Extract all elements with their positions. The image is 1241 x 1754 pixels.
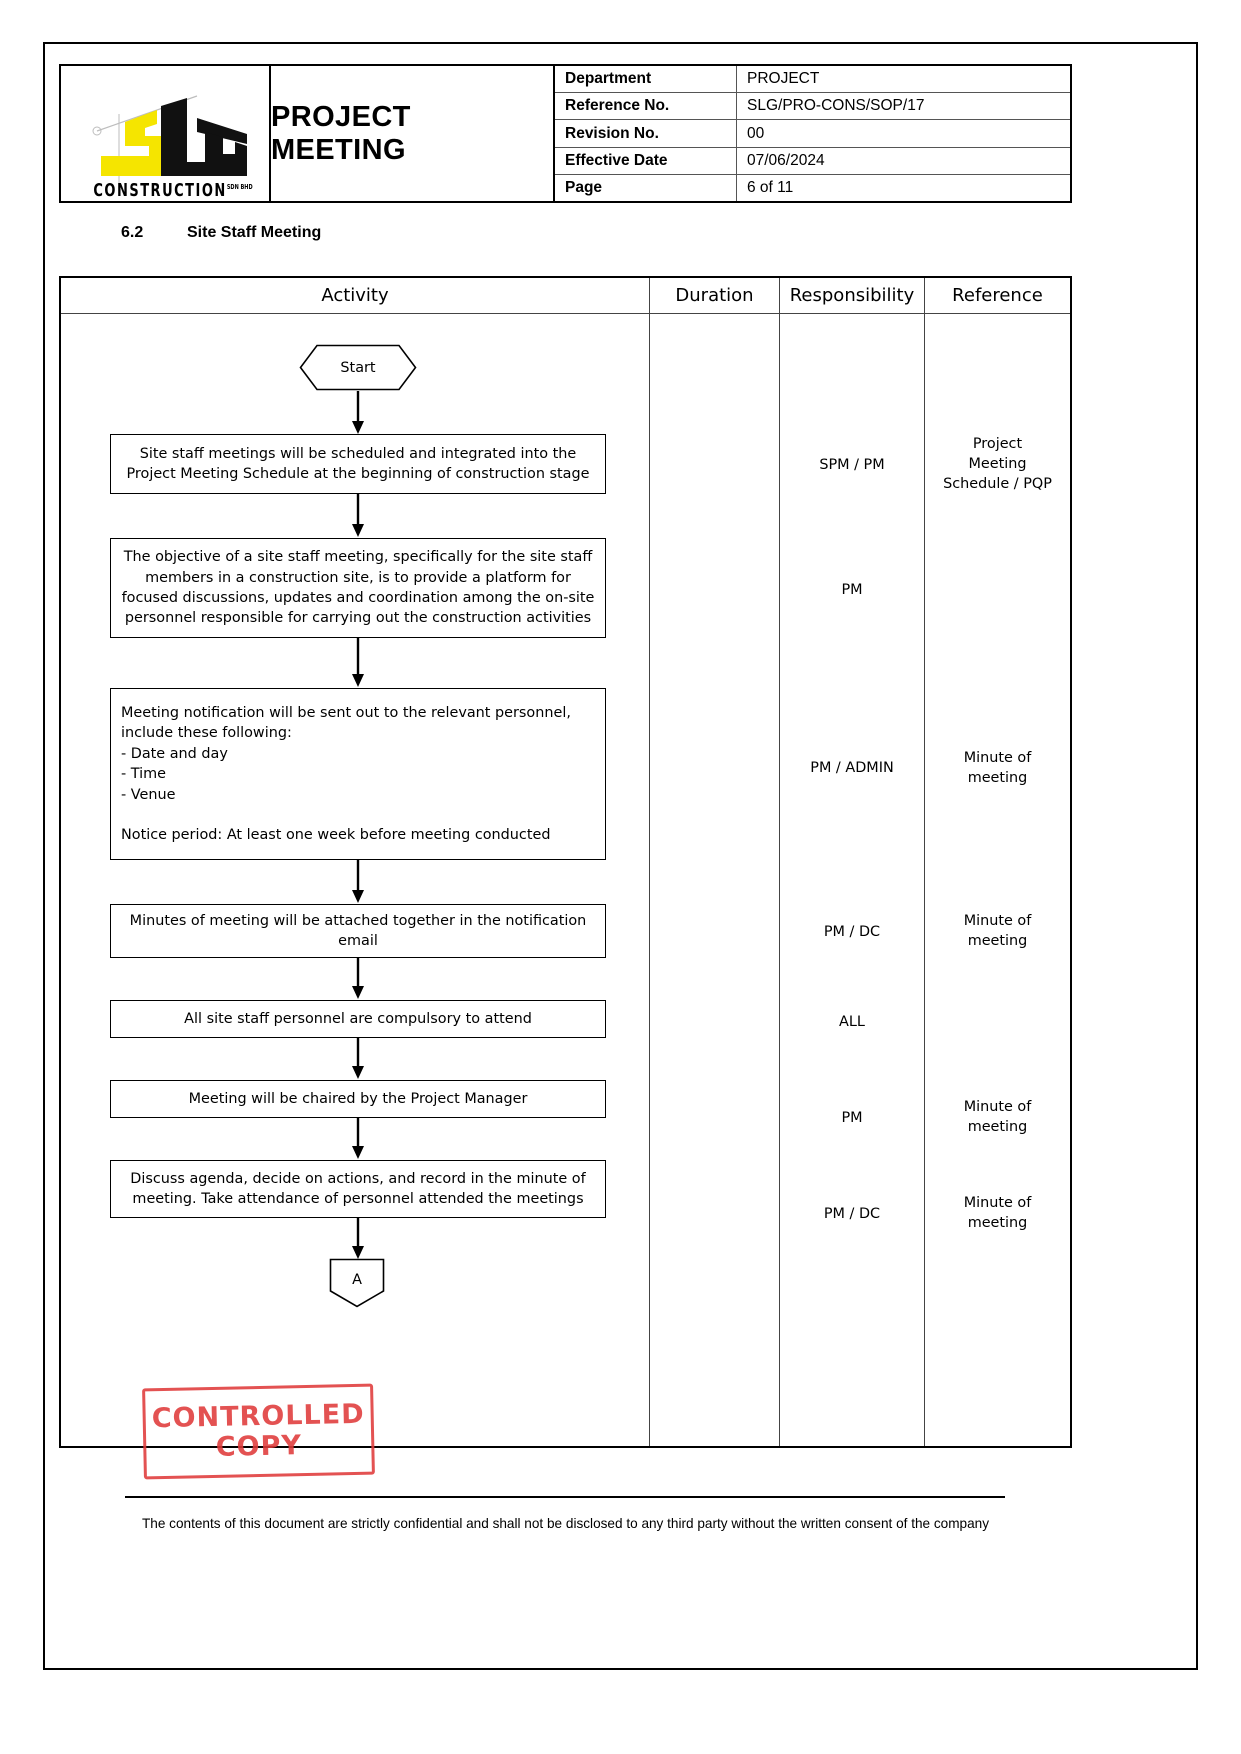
flow-node-6-text: Meeting will be chaired by the Project M… bbox=[188, 1090, 528, 1107]
flow-node-7-text: Discuss agenda, decide on actions, and r… bbox=[130, 1170, 586, 1207]
activity-column: Start Site staff meetings will be schedu… bbox=[61, 314, 650, 1480]
column-header-responsibility: Responsibility bbox=[780, 278, 925, 313]
responsibility-cell-1: SPM / PM bbox=[819, 457, 885, 473]
duration-column bbox=[650, 314, 780, 1446]
meta-row-department: Department PROJECT bbox=[555, 66, 1070, 94]
flow-node-3: Meeting notification will be sent out to… bbox=[110, 688, 606, 860]
meta-row-revision-no: Revision No. 00 bbox=[555, 120, 1070, 148]
meta-row-effective-date: Effective Date 07/06/2024 bbox=[555, 147, 1070, 175]
footer-confidentiality-text: The contents of this document are strict… bbox=[141, 1516, 990, 1531]
flow-node-3-line4: - Time bbox=[121, 766, 166, 783]
flow-node-5-text: All site staff personnel are compulsory … bbox=[184, 1010, 532, 1027]
header-meta-table: Department PROJECT Reference No. SLG/PRO… bbox=[555, 66, 1070, 202]
meta-value: 07/06/2024 bbox=[747, 151, 825, 169]
reference-cell-4: Minute of meeting bbox=[963, 913, 1032, 950]
flow-node-7: Discuss agenda, decide on actions, and r… bbox=[110, 1160, 606, 1218]
flow-node-5: All site staff personnel are compulsory … bbox=[110, 1000, 606, 1038]
table-header-row: Activity Duration Responsibility Referen… bbox=[61, 278, 1070, 314]
column-header-reference: Reference bbox=[952, 285, 1043, 306]
footer-divider bbox=[125, 1496, 1005, 1498]
section-heading: 6.2 Site Staff Meeting bbox=[121, 224, 321, 242]
spacer bbox=[121, 805, 595, 825]
flow-node-4-text: Minutes of meeting will be attached toge… bbox=[129, 912, 587, 949]
logo-graphic: CONSTRUCTIONSDN BHD bbox=[79, 76, 259, 201]
meta-key: Department bbox=[555, 66, 737, 93]
meta-key: Page bbox=[555, 174, 737, 202]
flow-arrow bbox=[352, 1218, 364, 1259]
flowchart: Start Site staff meetings will be schedu… bbox=[61, 314, 649, 1480]
responsibility-cell-3: PM / ADMIN bbox=[810, 760, 894, 776]
stamp-line-1: CONTROLLED bbox=[151, 1399, 365, 1435]
section-number: 6.2 bbox=[121, 224, 144, 241]
responsibility-cell-5: ALL bbox=[839, 1014, 865, 1030]
flow-arrow bbox=[352, 860, 364, 903]
flow-arrow bbox=[352, 638, 364, 687]
flow-arrow bbox=[352, 494, 364, 537]
meta-value: 6 of 11 bbox=[747, 178, 794, 196]
controlled-copy-stamp: CONTROLLED COPY bbox=[142, 1383, 375, 1480]
flow-arrow bbox=[352, 391, 364, 434]
column-header-activity: Activity bbox=[61, 278, 650, 313]
meta-value: SLG/PRO-CONS/SOP/17 bbox=[747, 97, 925, 115]
offpage-connector-icon bbox=[329, 1258, 385, 1308]
logo-caption: CONSTRUCTIONSDN BHD bbox=[87, 181, 259, 201]
column-header-duration: Duration bbox=[650, 278, 780, 313]
flow-node-3-line5: - Venue bbox=[121, 786, 176, 803]
logo-caption-text: CONSTRUCTION bbox=[93, 181, 227, 201]
flow-arrow bbox=[352, 958, 364, 999]
hexagon-shape-icon bbox=[299, 344, 417, 391]
responsibility-cell-4: PM / DC bbox=[823, 924, 881, 940]
flow-start-node: Start bbox=[299, 344, 417, 391]
flow-connector-a-label: A bbox=[352, 1272, 362, 1288]
meta-key: Effective Date bbox=[555, 147, 737, 174]
flow-node-3-line2: include these following: bbox=[121, 725, 292, 742]
flow-arrow bbox=[352, 1038, 364, 1079]
document-title: PROJECT MEETING bbox=[271, 66, 555, 201]
flow-node-2-text: The objective of a site staff meeting, s… bbox=[121, 549, 595, 627]
flow-arrow bbox=[352, 1118, 364, 1159]
procedure-table: Activity Duration Responsibility Referen… bbox=[59, 276, 1072, 1480]
section-title: Site Staff Meeting bbox=[187, 224, 322, 241]
company-logo: CONSTRUCTIONSDN BHD bbox=[61, 66, 271, 201]
meta-value: PROJECT bbox=[747, 70, 820, 88]
meta-row-reference-no: Reference No. SLG/PRO-CONS/SOP/17 bbox=[555, 93, 1070, 121]
reference-cell-6: Minute of meeting bbox=[963, 1099, 1032, 1136]
responsibility-cell-7: PM / DC bbox=[823, 1206, 881, 1222]
flow-node-1-text: Site staff meetings will be scheduled an… bbox=[126, 445, 590, 482]
reference-cell-3: Minute of meeting bbox=[963, 750, 1032, 787]
flow-node-2: The objective of a site staff meeting, s… bbox=[110, 538, 606, 638]
table-body: Start Site staff meetings will be schedu… bbox=[61, 314, 1070, 1480]
reference-cell-7: Minute of meeting bbox=[963, 1195, 1032, 1232]
flow-node-4: Minutes of meeting will be attached toge… bbox=[110, 904, 606, 958]
responsibility-column: SPM / PM PM PM / ADMIN PM / DC ALL PM PM… bbox=[780, 314, 925, 1446]
responsibility-cell-6: PM bbox=[841, 1110, 863, 1126]
reference-column: Project Meeting Schedule / PQP Minute of… bbox=[925, 314, 1070, 1446]
document-header: CONSTRUCTIONSDN BHD PROJECT MEETING Depa… bbox=[59, 64, 1072, 203]
flow-node-3-line6: Notice period: At least one week before … bbox=[121, 827, 551, 844]
responsibility-cell-2: PM bbox=[841, 582, 863, 598]
flow-connector-a: A bbox=[329, 1258, 385, 1308]
reference-cell-1: Project Meeting Schedule / PQP bbox=[943, 436, 1052, 493]
flow-start-label: Start bbox=[340, 359, 376, 376]
flow-node-6: Meeting will be chaired by the Project M… bbox=[110, 1080, 606, 1118]
meta-key: Reference No. bbox=[555, 93, 737, 120]
logo-caption-tm: SDN BHD bbox=[226, 183, 253, 192]
meta-value: 00 bbox=[747, 124, 765, 142]
document-page: CONSTRUCTIONSDN BHD PROJECT MEETING Depa… bbox=[43, 42, 1198, 1670]
flow-node-3-line3: - Date and day bbox=[121, 745, 228, 762]
stamp-line-2: COPY bbox=[215, 1429, 303, 1463]
meta-row-page: Page 6 of 11 bbox=[555, 174, 1070, 202]
flow-node-1: Site staff meetings will be scheduled an… bbox=[110, 434, 606, 494]
flow-node-3-line1: Meeting notification will be sent out to… bbox=[121, 705, 571, 721]
slg-logo-icon bbox=[92, 95, 247, 184]
meta-key: Revision No. bbox=[555, 120, 737, 147]
